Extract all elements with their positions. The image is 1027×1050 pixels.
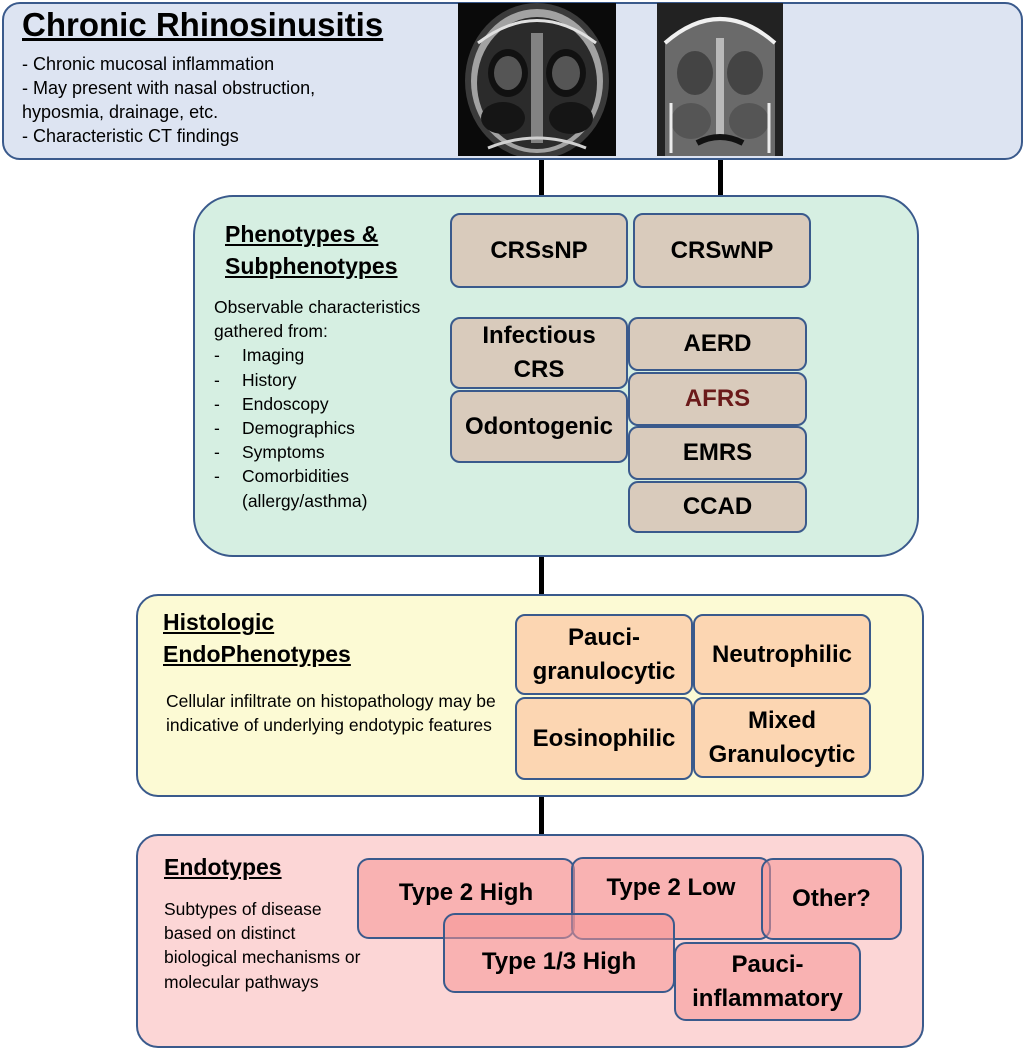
type-1-3-high-box: Type 1/3 High	[443, 913, 675, 993]
list-item: Comorbidities (allergy/asthma)	[214, 464, 434, 512]
neutrophilic-box: Neutrophilic	[693, 614, 871, 695]
type-2-high-box: Type 2 High	[357, 858, 575, 939]
ccad-box: CCAD	[628, 481, 807, 533]
connector-pheno-to-histo	[539, 557, 544, 595]
afrs-box: AFRS	[628, 372, 807, 426]
phenotypes-source-list: Imaging History Endoscopy Demographics S…	[214, 343, 434, 512]
list-item: Imaging	[214, 343, 434, 367]
aerd-box: AERD	[628, 317, 807, 371]
other-box: Other?	[761, 858, 902, 940]
crs-bullet-list: - Chronic mucosal inflammation - May pre…	[22, 52, 372, 148]
connector-ct2-to-crswnp	[718, 156, 723, 196]
coronal-ct-image-1	[458, 3, 616, 156]
histologic-description: Cellular infiltrate on histopathology ma…	[166, 691, 496, 735]
list-item: History	[214, 368, 434, 392]
mixed-granulocytic-box: Mixed Granulocytic	[693, 697, 871, 778]
endotypes-description: Subtypes of disease based on distinct bi…	[164, 899, 361, 992]
crswnp-box: CRSwNP	[633, 213, 811, 288]
crs-bullet: - Chronic mucosal inflammation	[22, 54, 275, 74]
coronal-ct-image-2	[657, 3, 783, 156]
crs-bullet: - May present with nasal obstruction, hy…	[22, 78, 316, 122]
list-item: Demographics	[214, 416, 434, 440]
connector-ct1-to-crssnp	[539, 156, 544, 196]
pauci-inflammatory-box: Pauci-inflammatory	[674, 942, 861, 1021]
phenotypes-title: Phenotypes & Subphenotypes	[225, 221, 398, 279]
odontogenic-box: Odontogenic	[450, 390, 628, 463]
list-item: Symptoms	[214, 440, 434, 464]
phenotypes-intro: Observable characteristics gathered from…	[214, 297, 421, 342]
infectious-crs-box: Infectious CRS	[450, 317, 628, 389]
crssnp-box: CRSsNP	[450, 213, 628, 288]
histologic-title: Histologic EndoPhenotypes	[163, 609, 351, 667]
type-2-low-box: Type 2 Low	[571, 857, 771, 940]
emrs-box: EMRS	[628, 426, 807, 480]
list-item: Endoscopy	[214, 392, 434, 416]
endotypes-title: Endotypes	[164, 854, 282, 880]
phenotypes-description: Observable characteristics gathered from…	[214, 295, 434, 513]
crs-title: Chronic Rhinosinusitis	[22, 6, 384, 43]
connector-histo-to-endo	[539, 797, 544, 835]
pauci-granulocytic-box: Pauci-granulocytic	[515, 614, 693, 695]
eosinophilic-box: Eosinophilic	[515, 697, 693, 780]
crs-bullet: - Characteristic CT findings	[22, 126, 239, 146]
